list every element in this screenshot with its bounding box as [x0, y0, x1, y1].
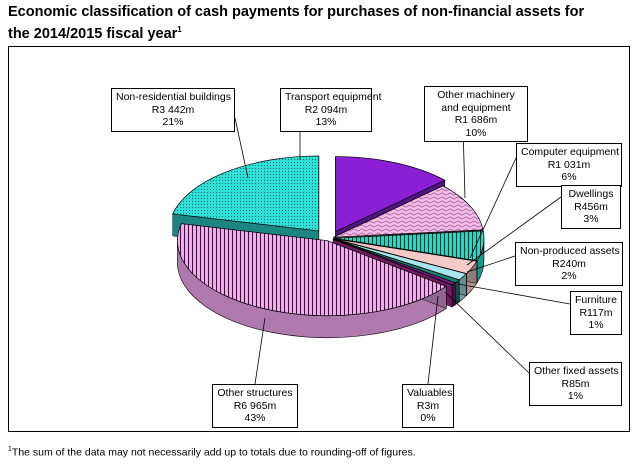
slice-label-name: Non-produced assets [520, 245, 620, 257]
slice-valuables [333, 238, 453, 286]
slice-label-percent: 13% [315, 116, 337, 128]
slice-label-percent: 2% [561, 270, 577, 282]
slice-label-name: Computer equipment [521, 146, 620, 158]
leader-line-3 [466, 196, 562, 266]
leader-line-5 [457, 283, 571, 305]
slice-label-name: Non-residential buildings [116, 91, 231, 103]
pie-slices [172, 155, 485, 338]
slice-label-value: R456m [574, 200, 608, 213]
footnote: 1The sum of the data may not necessarily… [8, 446, 416, 459]
slice-label-percent: 6% [561, 171, 577, 183]
slice-label-value: R85m [561, 377, 590, 390]
slice-label-value: R2 094m [304, 103, 348, 116]
slice-label-value: R240m [552, 257, 586, 270]
slice-label-name: Furniture [575, 294, 618, 306]
leader-line-2 [469, 157, 517, 259]
slice-label-percent: 1% [567, 390, 584, 402]
slice-label-value: R6 965m [233, 399, 277, 412]
leader-line-7 [427, 295, 439, 385]
leader-line-9 [234, 117, 249, 179]
chart-frame [8, 46, 630, 432]
footnote-marker: 1 [8, 446, 12, 453]
footnote-text: The sum of the data may not necessarily … [11, 446, 416, 459]
slice-label-percent: 3% [583, 213, 599, 225]
slice-label-value: R1 686m [454, 114, 498, 126]
leader-line-6 [444, 291, 530, 374]
slice-label-percent: 10% [465, 126, 487, 139]
leader-line-8 [254, 317, 266, 385]
slice-label-value: R1 031m [547, 158, 591, 171]
slice-label-percent: 0% [420, 412, 436, 424]
slice-label-value: R3 442m [151, 103, 195, 116]
title-line-2: the 2014/2015 fiscal year [8, 25, 178, 42]
slice-label-percent: 1% [588, 319, 604, 331]
slice-transport-equipment [335, 156, 446, 233]
slice-non-residential-buildings [172, 155, 320, 232]
slice-label-percent: 43% [244, 412, 266, 424]
slice-label-name: Dwellings [568, 188, 614, 200]
slice-label-percent: 21% [162, 116, 184, 128]
slice-label-name: Transport equipment [285, 91, 382, 103]
chart-title: Economic classification of cash payments… [8, 3, 628, 43]
leader-line-4 [466, 255, 516, 273]
slice-other-structures [177, 223, 448, 317]
slice-label-value: R117m [579, 306, 613, 319]
slice-computer-equipment [333, 230, 485, 262]
slice-label-name: Valuables [407, 387, 453, 399]
title-line-1: Economic classification of cash payments… [8, 4, 585, 20]
slice-label-name: Other machinery and equipment [437, 89, 515, 114]
slice-other-machinery-and-equipment [333, 185, 484, 238]
slice-label-name: Other fixed assets [534, 365, 619, 377]
slice-label-name: Other structures [217, 387, 293, 399]
title-footnote-marker: 1 [177, 25, 182, 34]
slice-label-value: R3m [416, 399, 440, 412]
